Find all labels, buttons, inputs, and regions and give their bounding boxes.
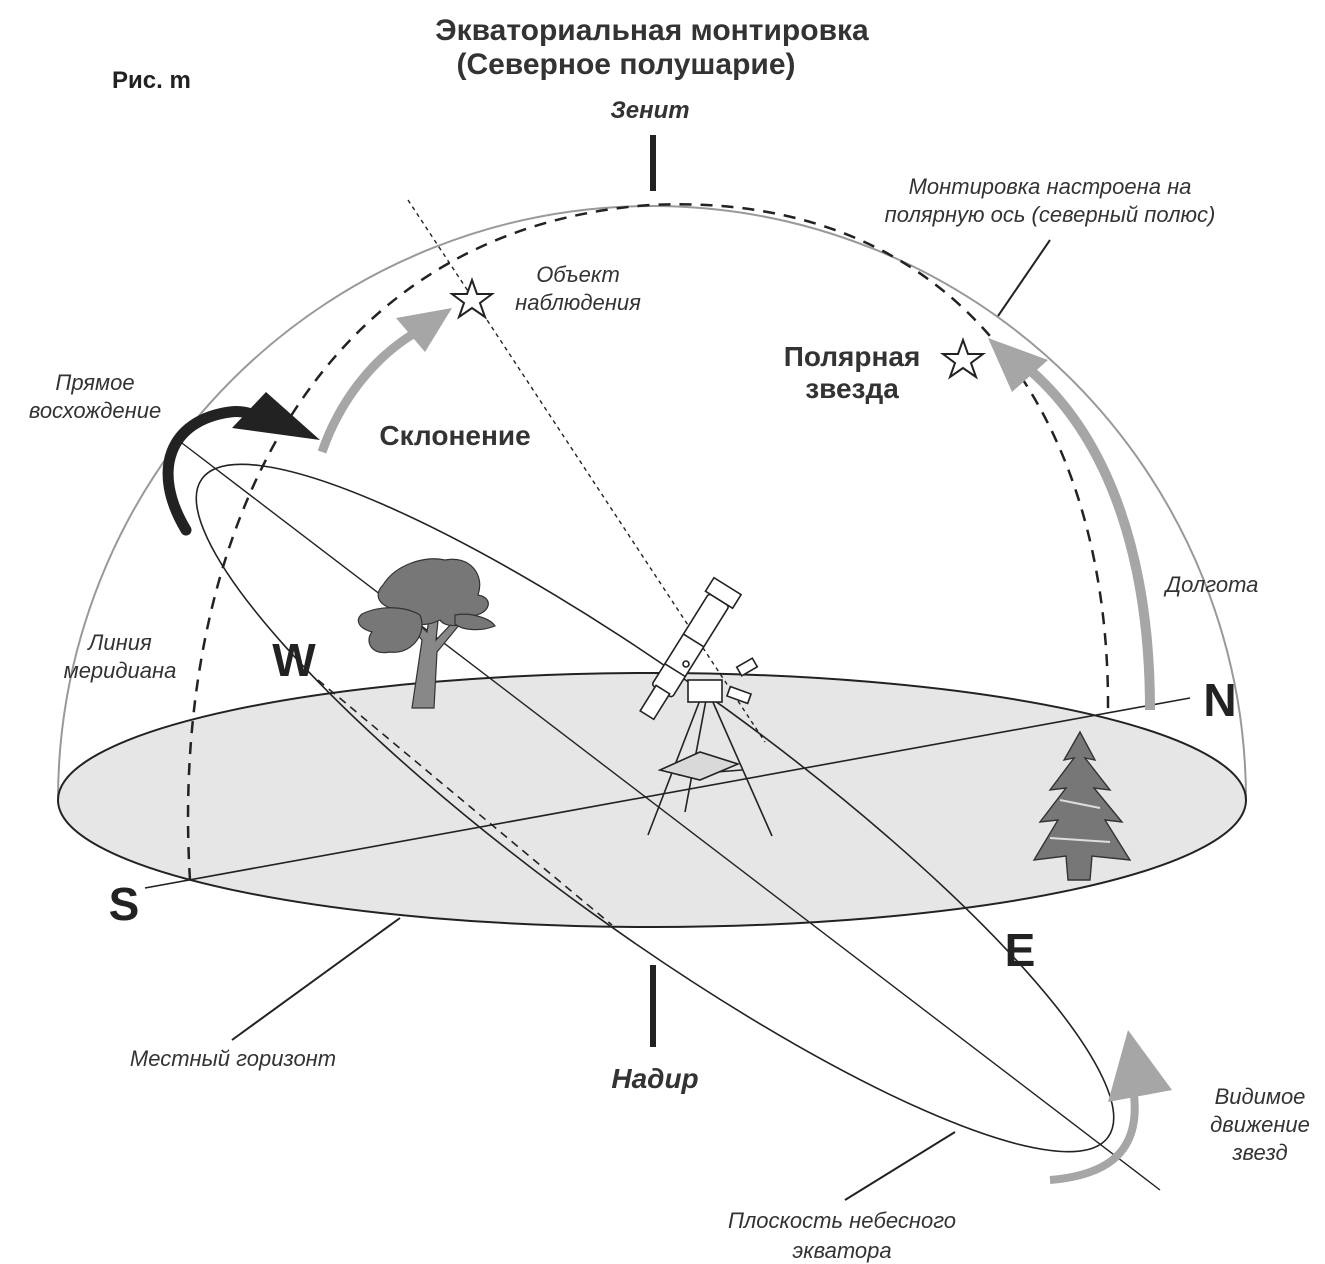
zenith-marker (650, 135, 656, 191)
equator-plane-label-line1: Плоскость небесного (728, 1208, 956, 1233)
star-motion-arrowhead (1108, 1030, 1172, 1102)
meridian-label-line2: меридиана (64, 658, 177, 683)
right-ascension-label-line1: Прямое (55, 370, 134, 395)
title-line1: Экваториальная монтировка (435, 14, 869, 47)
longitude-arrowhead (988, 338, 1048, 392)
north-south-line (144, 697, 1191, 889)
telescope-icon (639, 576, 773, 837)
longitude-arrow (1026, 366, 1155, 711)
direction-north: N (1203, 674, 1236, 726)
direction-west: W (272, 634, 316, 686)
mount-aligned-leader (997, 239, 1051, 317)
nadir-marker (650, 965, 656, 1047)
polaris-label-line2: звезда (805, 373, 899, 404)
object-label-line1: Объект (536, 262, 620, 287)
celestial-dome (57, 205, 1247, 801)
direction-south: S (109, 878, 140, 930)
fir-tree-icon (1032, 730, 1132, 881)
local-horizon-leader (231, 917, 401, 1041)
title-line2: (Северное полушарие) (456, 48, 795, 81)
equator-plane-label-line2: экватора (792, 1238, 891, 1263)
meridian-label-line1: Линия (86, 630, 152, 655)
star-motion-label-line1: Видимое (1215, 1084, 1306, 1109)
local-horizon-plane (57, 672, 1247, 928)
deciduous-tree-icon (357, 558, 496, 709)
zenith-label: Зенит (610, 97, 689, 124)
declination-arrow (317, 326, 423, 454)
polaris-star-icon (940, 337, 986, 380)
nadir-label: Надир (611, 1063, 698, 1094)
local-horizon-label: Местный горизонт (130, 1046, 336, 1071)
star-motion-label-line2: движение (1210, 1112, 1310, 1137)
mount-aligned-label-line1: Монтировка настроена на (909, 174, 1192, 199)
object-label-line2: наблюдения (515, 290, 641, 315)
object-star-icon (449, 277, 495, 320)
polaris-label-line1: Полярная (784, 341, 921, 372)
mount-aligned-label-line2: полярную ось (северный полюс) (885, 202, 1216, 227)
meridian-below-dashed (317, 679, 613, 926)
equator-plane-leader (844, 1131, 956, 1201)
celestial-equator-plane (195, 463, 1115, 1153)
figure-label: Рис. m (112, 67, 191, 94)
equator-diagonal (177, 439, 1161, 1191)
direction-east: E (1005, 924, 1036, 976)
declination-arrowhead (396, 308, 452, 352)
longitude-label: Долгота (1163, 572, 1259, 597)
declination-label: Склонение (379, 420, 530, 451)
right-ascension-arrowhead (232, 392, 320, 440)
star-motion-arrow (1049, 1094, 1139, 1184)
right-ascension-label-line2: восхождение (29, 398, 161, 423)
star-motion-label-line3: звезд (1231, 1140, 1287, 1165)
